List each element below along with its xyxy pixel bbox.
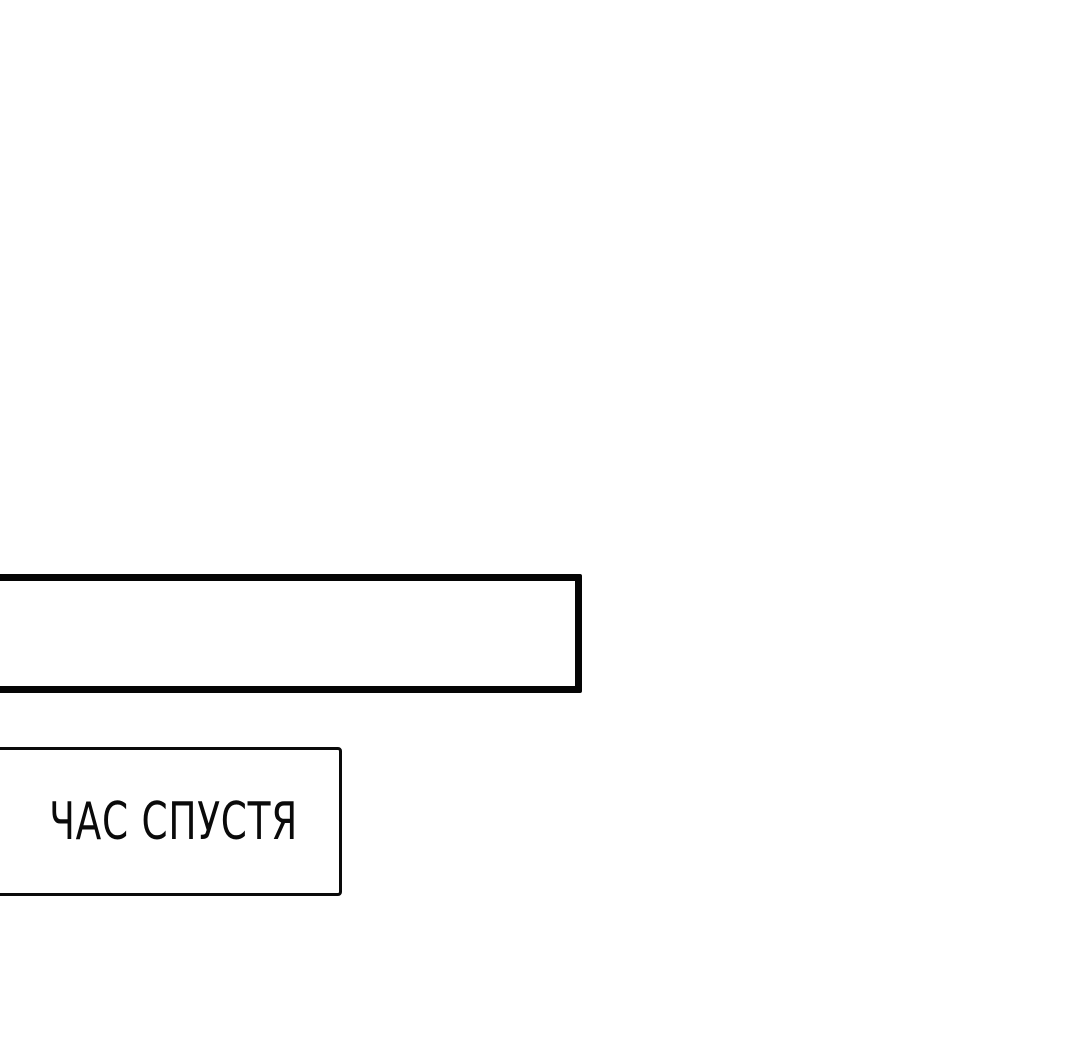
caption-text: ЧАС СПУСТЯ xyxy=(49,791,299,852)
caption-box: ЧАС СПУСТЯ xyxy=(0,747,342,896)
empty-panel-frame xyxy=(0,574,582,693)
